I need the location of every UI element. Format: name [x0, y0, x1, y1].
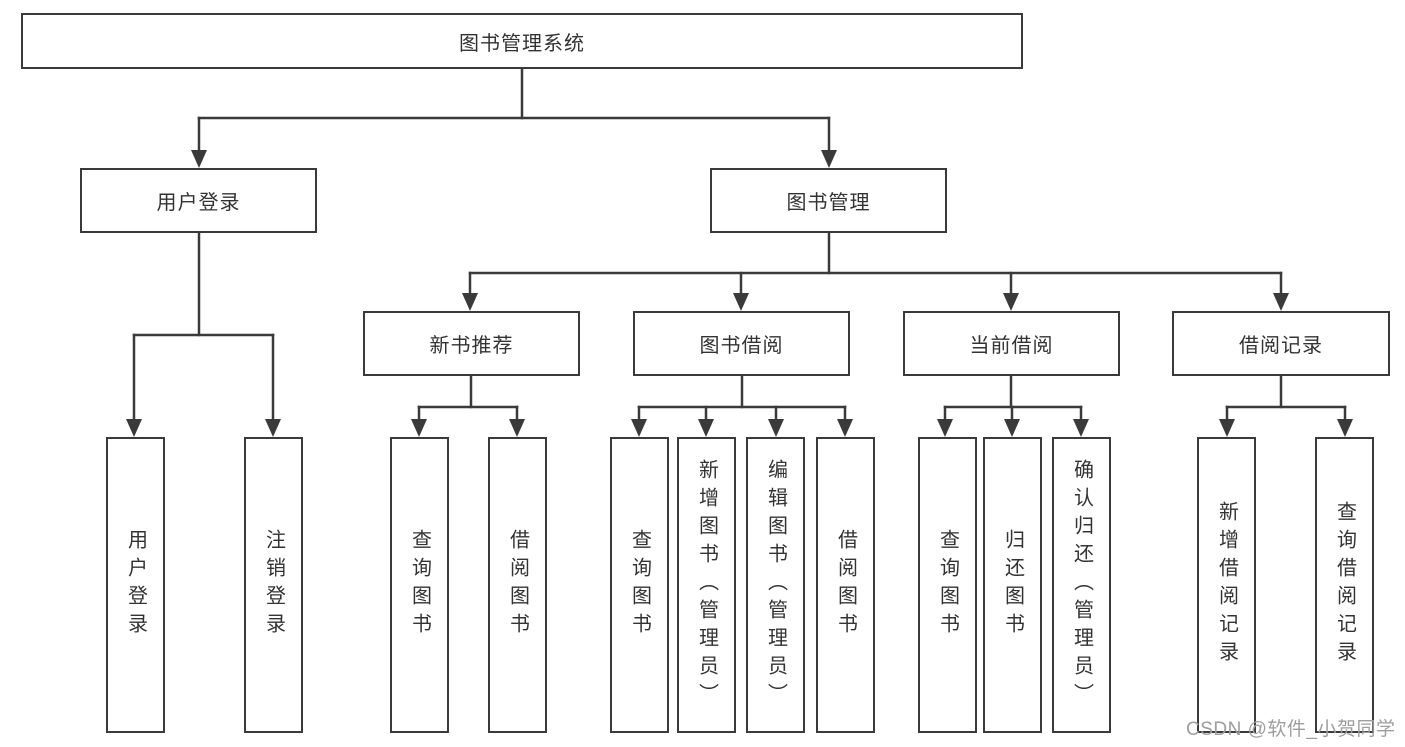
node-label: 当前借阅	[969, 335, 1054, 357]
node-borrow-books-leaf: 借阅图书	[816, 437, 875, 733]
node-label: 查询图书	[936, 529, 959, 641]
node-confirm-return-admin: 确认归还（管理员）	[1052, 437, 1111, 733]
node-book-borrowing: 图书借阅	[633, 311, 850, 376]
node-label: 编辑图书（管理员）	[764, 459, 787, 711]
node-edit-books-admin: 编辑图书（管理员）	[746, 437, 805, 733]
node-label: 归还图书	[1001, 529, 1024, 641]
node-label: 用户登录	[124, 529, 147, 641]
node-query-books-borrowing: 查询图书	[610, 437, 669, 733]
node-label: 图书管理系统	[459, 32, 585, 55]
node-add-books-admin: 新增图书（管理员）	[677, 437, 736, 733]
node-label: 借阅图书	[834, 529, 857, 641]
node-label: 借阅记录	[1239, 335, 1323, 357]
node-label: 新增图书（管理员）	[695, 459, 718, 711]
node-query-borrow-record: 查询借阅记录	[1315, 437, 1374, 733]
node-borrow-books-recommend: 借阅图书	[488, 437, 547, 733]
node-query-books-current: 查询图书	[918, 437, 977, 733]
node-label: 图书管理	[786, 192, 871, 214]
node-user-login: 用户登录	[80, 168, 317, 233]
node-label: 注销登录	[262, 529, 285, 641]
node-current-borrowing: 当前借阅	[903, 311, 1120, 376]
node-logout: 注销登录	[244, 437, 303, 733]
node-book-management: 图书管理	[710, 168, 947, 233]
node-user-login-leaf: 用户登录	[106, 437, 165, 733]
node-label: 查询图书	[408, 529, 431, 641]
node-label: 借阅图书	[506, 529, 529, 641]
node-label: 查询借阅记录	[1333, 501, 1356, 669]
node-label: 新书推荐	[429, 335, 514, 357]
node-label: 图书借阅	[699, 335, 784, 357]
node-new-book-recommendation: 新书推荐	[363, 311, 580, 376]
watermark: CSDN @软件_小贺同学	[1186, 719, 1396, 740]
node-library-management-system: 图书管理系统	[21, 13, 1023, 69]
node-borrowing-records: 借阅记录	[1172, 311, 1390, 376]
node-label: 用户登录	[156, 192, 241, 214]
node-query-books-recommend: 查询图书	[390, 437, 449, 733]
node-label: 确认归还（管理员）	[1070, 459, 1093, 711]
node-return-books: 归还图书	[983, 437, 1042, 733]
node-label: 查询图书	[628, 529, 651, 641]
node-label: 新增借阅记录	[1215, 501, 1238, 669]
node-add-borrow-record: 新增借阅记录	[1197, 437, 1256, 733]
